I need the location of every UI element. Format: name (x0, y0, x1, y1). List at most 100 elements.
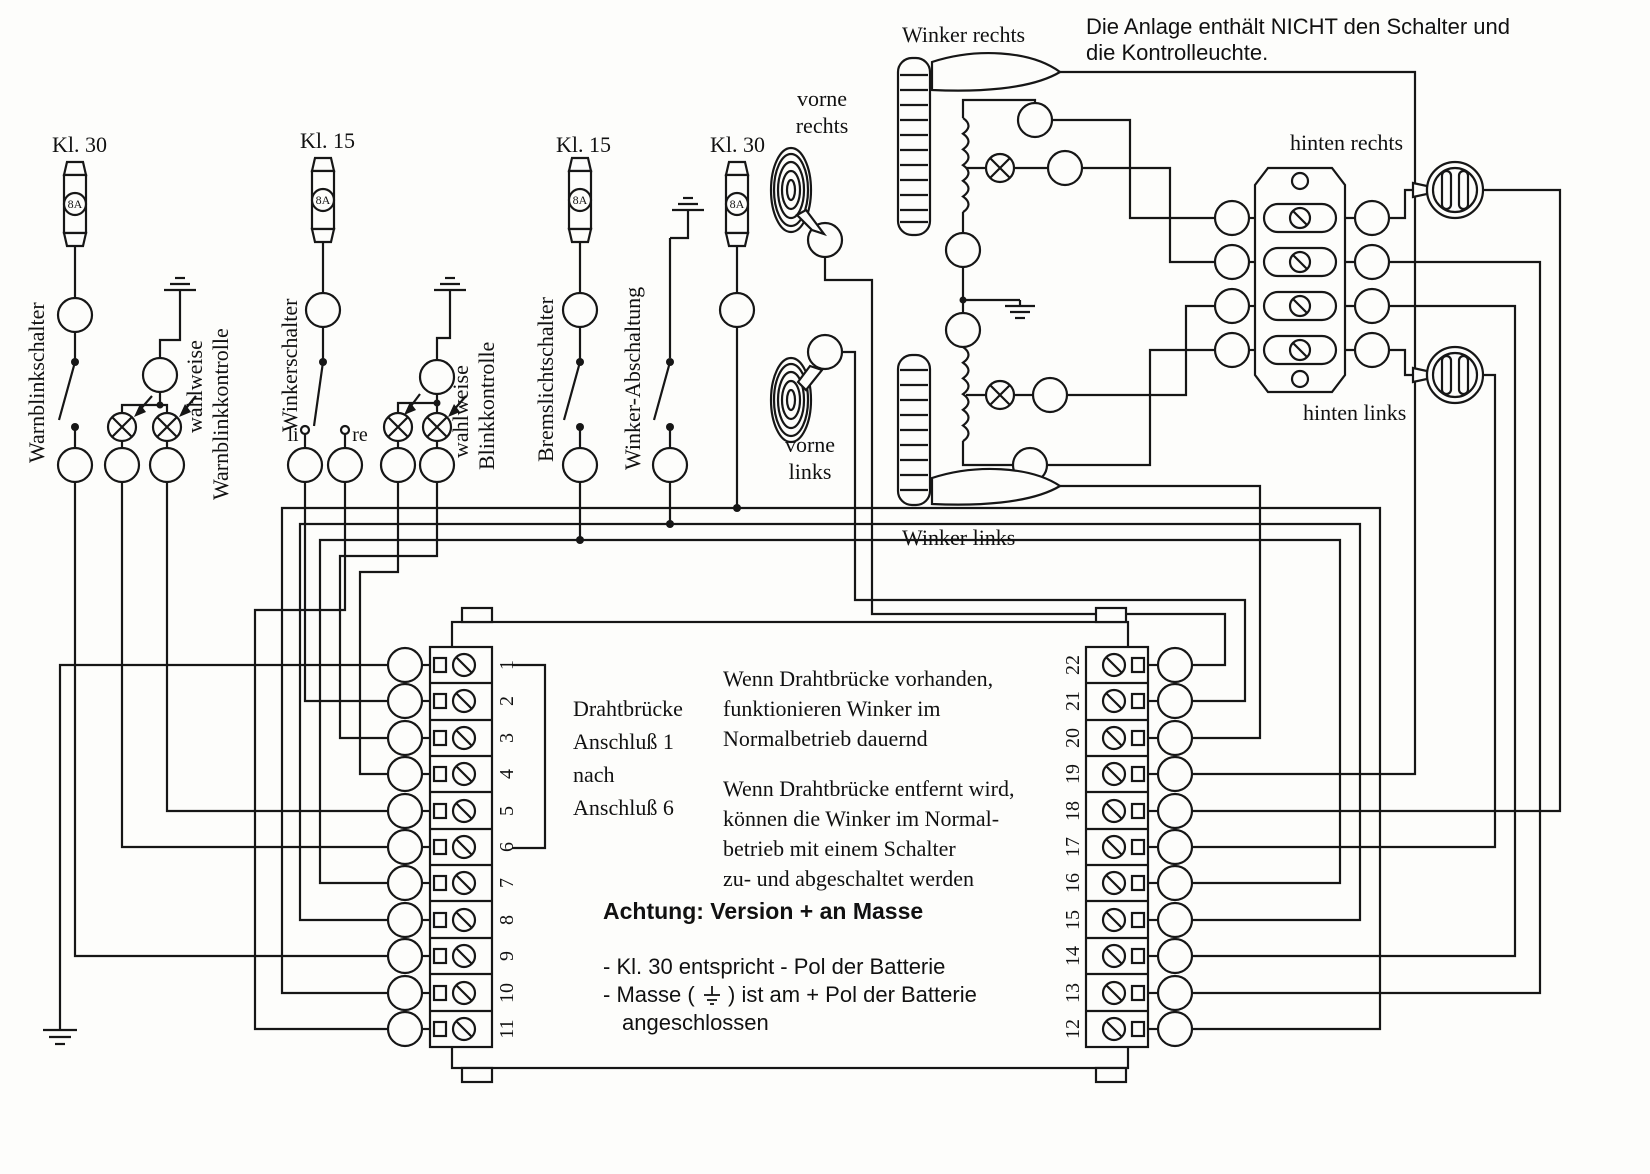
bridge-text-3: nach (573, 762, 615, 787)
label-winker-rechts: Winker rechts (902, 22, 1025, 47)
ground-symbols (43, 196, 1035, 1046)
screw-icon (1101, 725, 1146, 751)
winker-links-assembly (896, 346, 1063, 507)
screw-terminal-icon (1262, 246, 1338, 278)
screw-icon (432, 688, 477, 714)
warning-text: Achtung: Version + an Masse (603, 898, 923, 924)
terminal-number: 21 (1062, 691, 1084, 711)
hinten-rechts-lamp-icon (1411, 160, 1485, 220)
para1-line-2: funktionieren Winker im (723, 696, 940, 721)
label-winker-links: Winker links (902, 525, 1015, 550)
lamp-icon (984, 379, 1016, 411)
bridge-text-2: Anschluß 1 (573, 729, 674, 754)
terminal-number: 4 (496, 769, 518, 779)
terminal-number: 10 (496, 983, 518, 1003)
fuse-rating: 8A (573, 193, 588, 207)
fuse-label-kl15-right: Kl. 15 (556, 132, 611, 157)
solenoid-coil-icon (961, 346, 970, 443)
bremslicht-switch-icon (562, 358, 584, 431)
screw-icon (1101, 761, 1146, 787)
fuses: 8A 8A 8A 8A (62, 156, 750, 248)
label-winkerschalter: Winkerschalter (277, 298, 302, 432)
para2-line-3: betrieb mit einem Schalter (723, 836, 956, 861)
para2-line-1: Wenn Drahtbrücke entfernt wird, (723, 776, 1014, 801)
lamp-icon (421, 411, 453, 443)
terminal-number: 19 (1062, 764, 1084, 784)
fuse-kl30-left-icon (62, 160, 88, 248)
para2-line-2: können die Winker im Normal- (723, 806, 999, 831)
connection-circles (56, 101, 1391, 484)
arrow-icon (404, 393, 421, 415)
terminal-number: 1 (496, 660, 518, 670)
junction-dots (156, 296, 967, 544)
lamp-icon (984, 152, 1016, 184)
battery-note-1: - Kl. 30 entspricht - Pol der Batterie (603, 954, 945, 979)
indicator-lamps (106, 152, 1016, 443)
screw-icon (432, 798, 477, 824)
screw-icon (1101, 870, 1146, 896)
bridge-text-1: Drahtbrücke (573, 696, 683, 721)
terminal-number: 6 (496, 842, 518, 852)
terminal-number: 16 (1062, 873, 1084, 893)
fuse-rating: 8A (68, 197, 83, 211)
label-vorne-rechts-1: vorne (797, 86, 847, 111)
note-line-2: die Kontrolleuchte. (1086, 40, 1268, 65)
terminal-number: 3 (496, 733, 518, 743)
terminal-number: 20 (1062, 728, 1084, 748)
hinten-links-lamp-icon (1411, 345, 1485, 405)
label-hinten-rechts: hinten rechts (1290, 130, 1403, 155)
screw-terminal-icon (1262, 202, 1338, 234)
arrow-icon (179, 395, 197, 417)
label-warnblinkschalter: Warnblinkschalter (24, 302, 49, 463)
battery-note-2-pre: - Masse ( (603, 982, 695, 1007)
screw-icon (1101, 652, 1146, 678)
note-line-1: Die Anlage enthält NICHT den Schalter un… (1086, 14, 1510, 39)
wahlweise-arrows (134, 393, 467, 417)
switches (57, 358, 674, 436)
right-terminal-strip (1084, 645, 1150, 1049)
label-hinten-links: hinten links (1303, 400, 1406, 425)
trafficator-arm-icon (896, 56, 932, 237)
screw-icon (432, 943, 477, 969)
abschalt-switch-icon (652, 358, 674, 431)
bridge-bracket (512, 663, 547, 850)
screw-icon (432, 907, 477, 933)
lamp-icon (382, 411, 414, 443)
labels: Kl. 30 Kl. 15 Kl. 15 Kl. 30 Warnblinksch… (24, 14, 1510, 1035)
arrow-icon (134, 395, 153, 417)
terminal-number: 7 (496, 878, 518, 888)
label-vorne-links-2: links (789, 459, 832, 484)
ground-icon (164, 276, 196, 292)
label-li: li (287, 424, 299, 446)
fuse-label-kl30-right: Kl. 30 (710, 132, 765, 157)
terminal-number: 15 (1062, 910, 1084, 930)
warnblink-switch-icon (57, 358, 79, 431)
screw-icon (1101, 688, 1146, 714)
terminal-number: 17 (1062, 837, 1084, 857)
lamp-icon (106, 411, 138, 443)
terminal-number: 5 (496, 806, 518, 816)
terminal-number: 12 (1062, 1019, 1084, 1039)
terminal-number: 11 (496, 1019, 518, 1038)
fuse-kl15-left-icon (310, 156, 336, 244)
label-vorne-links-1: vorne (785, 432, 835, 457)
fuse-kl30-right-icon (724, 160, 750, 248)
fuse-rating: 8A (316, 193, 331, 207)
screw-icon (1101, 834, 1146, 860)
vorne-links-lamp-icon (769, 356, 824, 444)
screw-icon (1101, 943, 1146, 969)
fuse-label-kl15-left: Kl. 15 (300, 128, 355, 153)
relay-terminal-circles (386, 646, 1194, 1048)
screw-icon (432, 652, 477, 678)
terminal-number: 18 (1062, 801, 1084, 821)
screw-icon (1101, 980, 1146, 1006)
inline-ground-icon (704, 986, 720, 1005)
fuse-label-kl30-left: Kl. 30 (52, 132, 107, 157)
terminal-number: 13 (1062, 983, 1084, 1003)
bridge-text-4: Anschluß 6 (573, 795, 674, 820)
label-wahlweise-left: wahlweise (182, 340, 207, 433)
terminal-number: 9 (496, 951, 518, 961)
lamp-icon (151, 411, 183, 443)
terminal-number: 14 (1062, 946, 1084, 966)
screw-icon (432, 1016, 477, 1042)
